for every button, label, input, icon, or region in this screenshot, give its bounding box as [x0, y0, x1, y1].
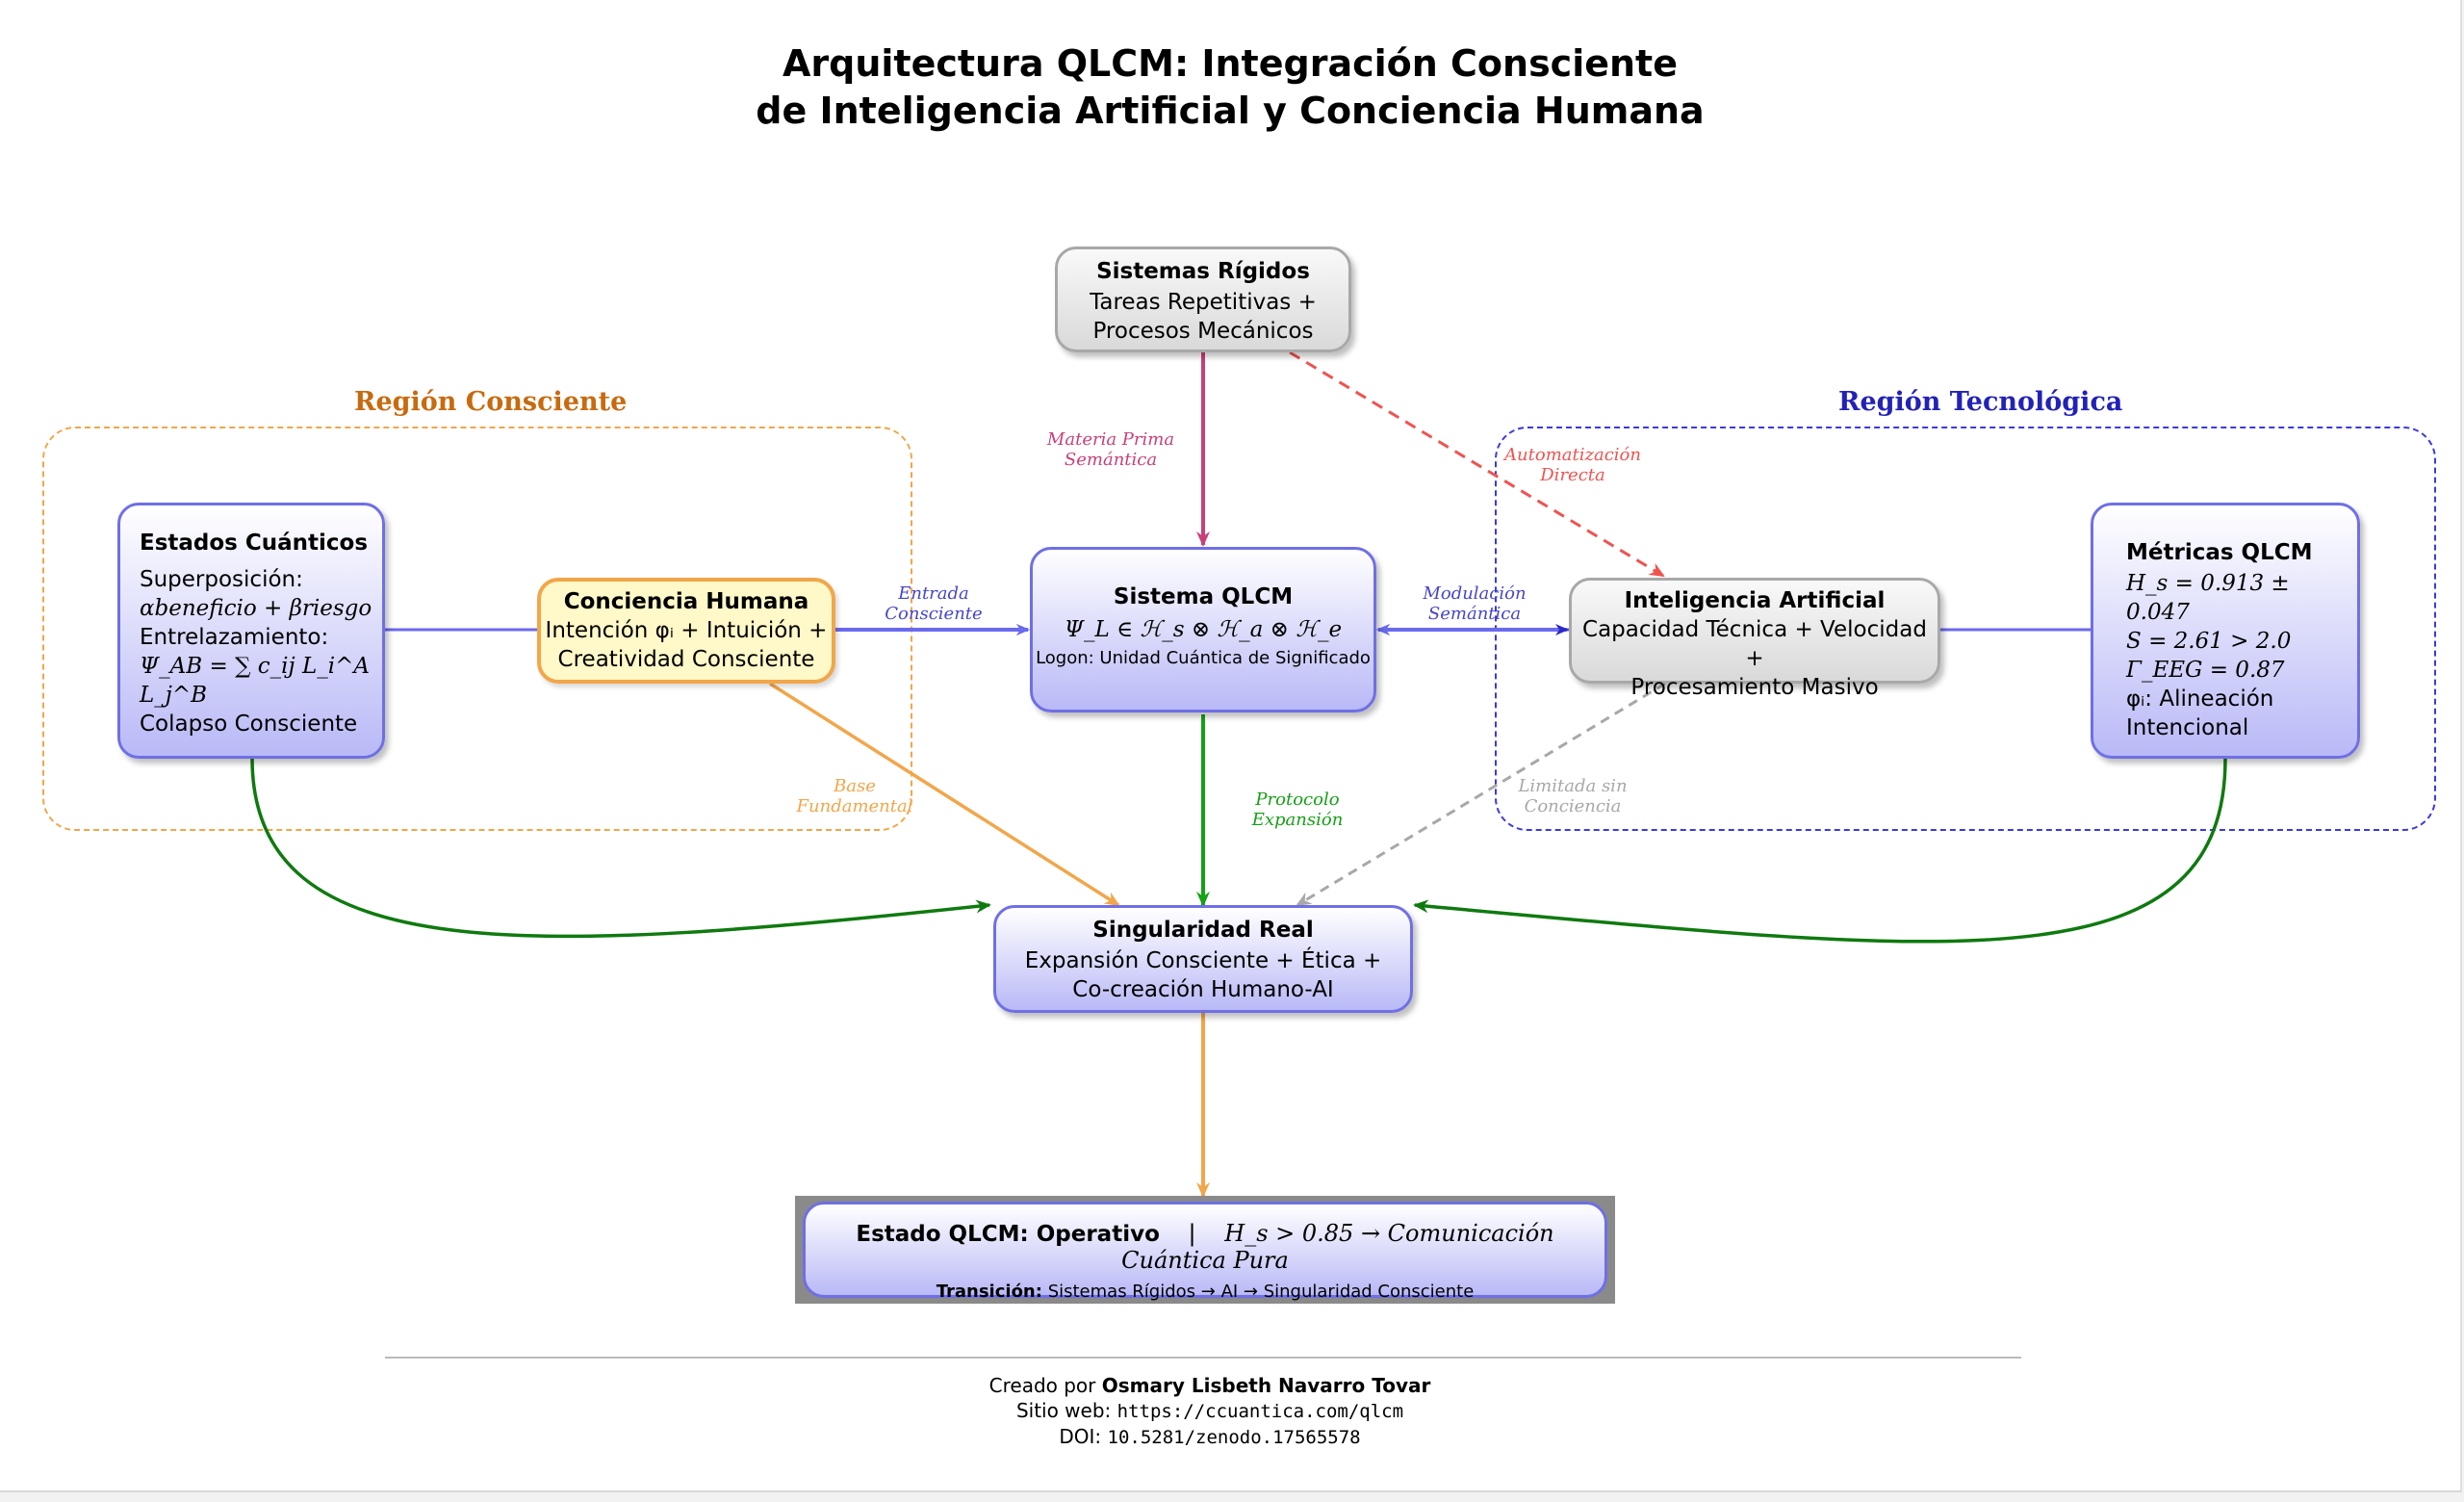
node-sistemas-rigidos: Sistemas Rígidos Tareas Repetitivas + Pr… [1055, 246, 1351, 352]
edge-human-to-singularity [769, 682, 1120, 907]
node-estado-qlcm: Estado QLCM: Operativo | H_s > 0.85 → Co… [803, 1202, 1607, 1302]
footer-doi: 10.5281/zenodo.17565578 [1107, 1427, 1361, 1448]
edge-metrics-curve-to-singularity [1413, 758, 2227, 944]
edge-quantum-curve-to-singularity [250, 758, 991, 939]
footer-author: Osmary Lisbeth Navarro Tovar [1101, 1374, 1431, 1397]
node-title: Singularidad Real [1092, 918, 1314, 943]
diagram-title-line1: Arquitectura QLCM: Integración Conscient… [783, 42, 1678, 85]
node-title: Inteligencia Artificial [1624, 588, 1886, 613]
node-title: Sistema QLCM [1113, 584, 1294, 609]
node-metricas-qlcm: Métricas QLCM H_s = 0.913 ± 0.047 S = 2.… [2091, 503, 2360, 759]
edge-ai-to-singularity [1296, 682, 1666, 907]
node-inteligencia-artificial: Inteligencia Artificial Capacidad Técnic… [1569, 578, 1940, 700]
node-title: Estados Cuánticos [140, 531, 369, 556]
node-singularidad-real: Singularidad Real Expansión Consciente +… [993, 905, 1413, 1013]
footer: Creado por Osmary Lisbeth Navarro Tovar … [988, 1374, 1431, 1448]
node-title: Sistemas Rígidos [1096, 259, 1310, 284]
node-sistema-qlcm: Sistema QLCM Ψ_L ∈ ℋ_s ⊗ ℋ_a ⊗ ℋ_e Logon… [1030, 547, 1376, 712]
region-conscious-label: Región Consciente [354, 387, 628, 417]
node-estados-cuanticos: Estados Cuánticos Superposición: αbenefi… [117, 503, 385, 759]
node-title: Métricas QLCM [2126, 540, 2313, 565]
footer-site-link[interactable]: https://ccuantica.com/qlcm [1116, 1401, 1404, 1422]
node-conciencia-humana: Conciencia Humana Intención φᵢ + Intuici… [537, 578, 835, 684]
region-tech-label: Región Tecnológica [1838, 387, 2123, 417]
diagram-title-line2: de Inteligencia Artificial y Conciencia … [756, 90, 1705, 132]
node-title: Conciencia Humana [563, 589, 809, 614]
edge-rigid-to-ai [1289, 350, 1665, 578]
state-title: Estado QLCM: Operativo [856, 1222, 1160, 1247]
